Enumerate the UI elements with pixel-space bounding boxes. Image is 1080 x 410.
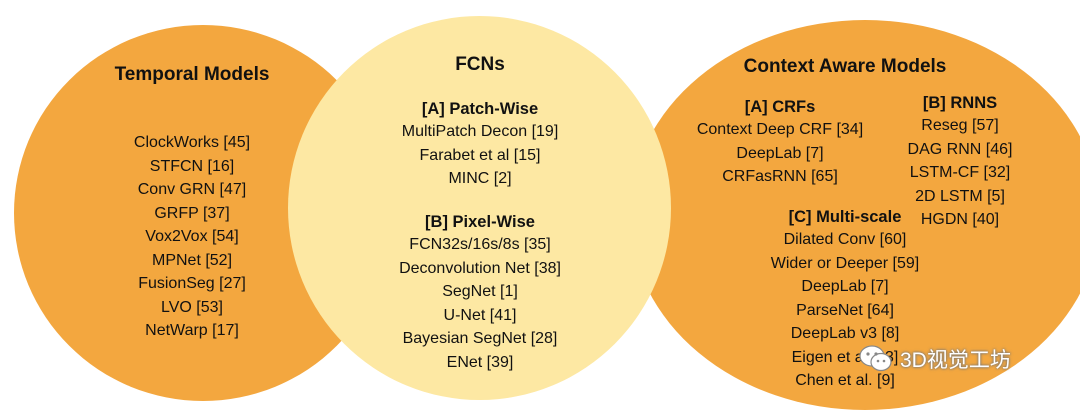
list-item: Wider or Deeper [59] <box>770 254 920 272</box>
list-item: DeepLab [7] <box>801 278 889 295</box>
list-item: MultiPatch Decon [19] <box>401 123 559 140</box>
list-item: MPNet [52] <box>151 251 233 269</box>
group-heading: [C] Multi-scale <box>788 208 902 226</box>
list-item: MINC [2] <box>448 170 512 187</box>
crfs-group: [A] CRFs Context Deep CRF [34] DeepLab [… <box>665 96 895 189</box>
list-item: HGDN [40] <box>920 211 1000 228</box>
context-title: Context Aware Models <box>743 56 947 77</box>
list-item: LVO [53] <box>161 298 223 316</box>
watermark-text: 3D视觉工坊 <box>900 349 1011 372</box>
list-item: GRFP [37] <box>154 204 230 222</box>
list-item: Chen et al. [9] <box>795 372 895 389</box>
fcn-ellipse <box>288 16 671 400</box>
group-heading: [A] CRFs <box>744 98 816 116</box>
list-item: DeepLab [7] <box>736 144 824 162</box>
list-item: DAG RNN [46] <box>907 140 1013 158</box>
temporal-title: Temporal Models <box>114 64 270 85</box>
list-item: Farabet et al [15] <box>419 146 541 164</box>
wechat-icon <box>859 345 892 372</box>
context-ellipse <box>630 20 1080 410</box>
list-item: Vox2Vox [54] <box>145 228 239 245</box>
list-item: Context Deep CRF [34] <box>696 121 864 138</box>
list-item: FCN32s/16s/8s [35] <box>409 236 551 253</box>
group-heading: [B] RNNS <box>922 94 998 112</box>
list-item: 2D LSTM [5] <box>915 187 1005 205</box>
group-heading: [B] Pixel-Wise <box>425 213 535 231</box>
list-item: U-Net [41] <box>443 306 517 324</box>
list-item: Deconvolution Net [38] <box>399 259 561 277</box>
list-item: SegNet [1] <box>442 283 518 300</box>
fcn-title: FCNs <box>455 54 505 75</box>
group-heading: [A] Patch-Wise <box>421 100 539 118</box>
list-item: FusionSeg [27] <box>138 275 246 292</box>
list-item: STFCN [16] <box>149 157 235 175</box>
list-item: LSTM-CF [32] <box>909 164 1011 181</box>
list-item: ClockWorks [45] <box>133 134 251 151</box>
watermark: 3D视觉工坊 <box>858 339 1011 379</box>
list-item: ParseNet [64] <box>796 301 894 319</box>
temporal-list: ClockWorks [45] STFCN [16] Conv GRN [47]… <box>92 131 292 343</box>
list-item: CRFasRNN [65] <box>722 168 838 185</box>
rnns-group: [B] RNNS Reseg [57] DAG RNN [46] LSTM-CF… <box>885 92 1035 232</box>
list-item: Dilated Conv [60] <box>783 231 907 248</box>
list-item: Reseg [57] <box>921 117 999 134</box>
list-item: ENet [39] <box>446 353 514 371</box>
list-item: DeepLab v3 [8] <box>790 325 900 342</box>
pixel-wise-group: [B] Pixel-Wise FCN32s/16s/8s [35] Deconv… <box>330 211 630 374</box>
patch-wise-group: [A] Patch-Wise MultiPatch Decon [19] Far… <box>330 98 630 191</box>
list-item: Conv GRN [47] <box>137 181 247 198</box>
list-item: NetWarp [17] <box>145 322 239 339</box>
list-item: Bayesian SegNet [28] <box>402 330 558 347</box>
